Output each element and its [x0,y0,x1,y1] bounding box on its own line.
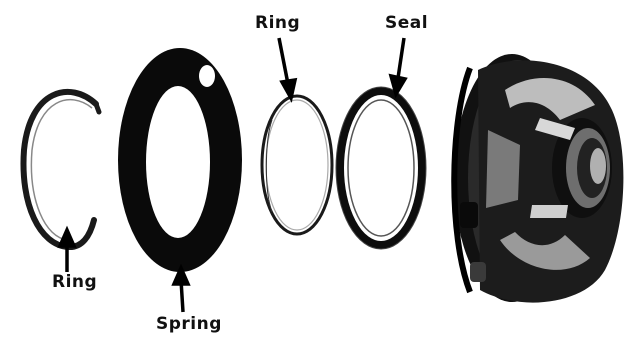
spring-washer [118,48,242,272]
label-seal: Seal [385,13,428,33]
label-ring-left: Ring [52,272,97,292]
piston-housing [454,54,623,303]
left-ring [23,92,99,247]
middle-ring [262,96,332,234]
arrow-ring-top [279,38,288,84]
arrow-seal [398,38,404,78]
seal-ring [336,87,426,249]
label-spring: Spring [156,314,222,334]
label-ring-top: Ring [255,13,300,33]
